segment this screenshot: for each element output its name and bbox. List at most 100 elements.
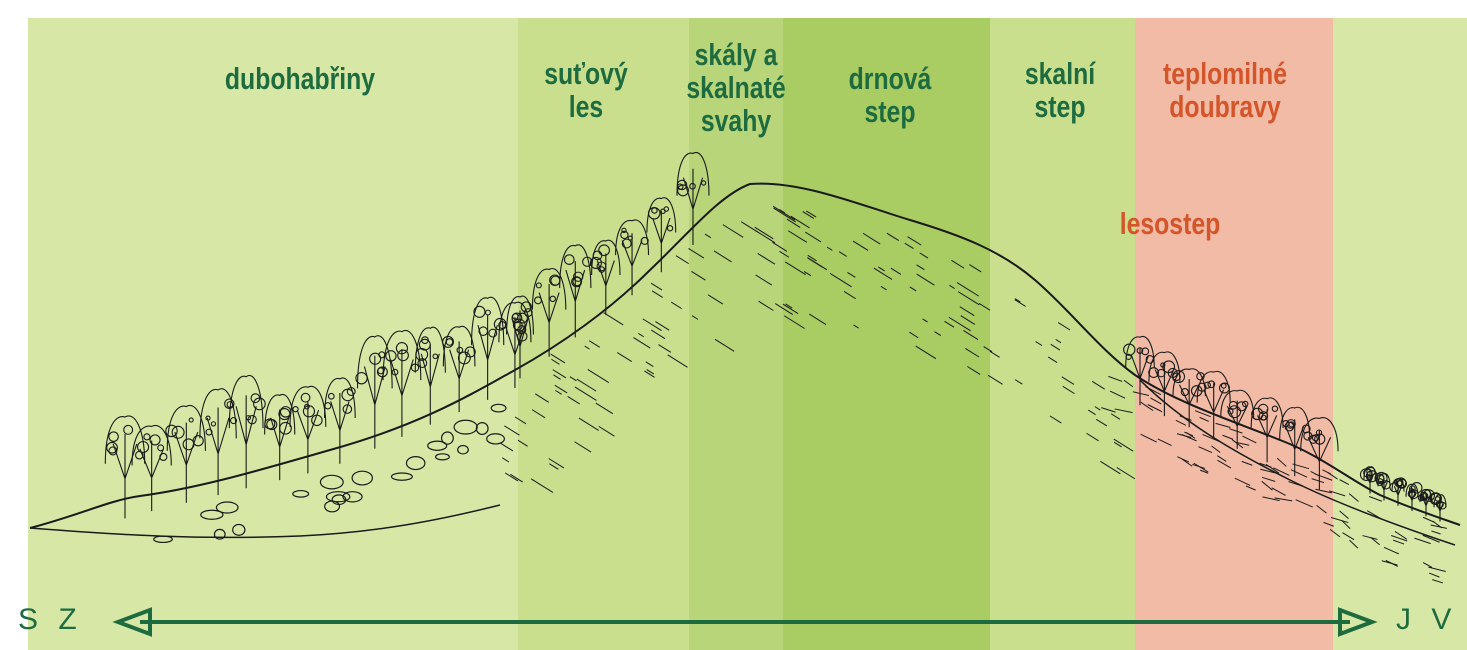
hatch-stroke	[847, 272, 855, 277]
hatch-stroke	[1312, 479, 1324, 483]
hatch-stroke	[1246, 486, 1256, 490]
hatch-stroke	[1317, 505, 1327, 513]
hatch-stroke	[923, 319, 928, 322]
hatch-stroke	[905, 243, 914, 248]
hatch-stroke	[863, 233, 880, 244]
hatch-stroke	[1177, 457, 1189, 462]
hatch-stroke	[551, 354, 565, 363]
hatch-stroke	[1262, 481, 1273, 490]
hatch-stroke	[1349, 540, 1357, 548]
direction-label-southeast: J V	[1396, 603, 1457, 637]
hatch-stroke	[963, 330, 978, 339]
hatch-stroke	[1063, 386, 1075, 393]
rocks	[154, 404, 506, 542]
rock	[154, 536, 173, 542]
hatch-stroke	[827, 247, 832, 250]
tree	[443, 326, 476, 412]
hatch-stroke	[1087, 433, 1099, 441]
hatch-stroke	[920, 253, 928, 258]
slope-hatching	[500, 206, 1447, 583]
rock	[216, 502, 238, 513]
hatch-stroke	[535, 394, 549, 402]
hatch-stroke	[715, 339, 734, 351]
hatch-stroke	[1273, 468, 1289, 476]
rock	[233, 524, 245, 535]
hatch-stroke	[1062, 377, 1074, 385]
hatch-stroke	[957, 283, 979, 297]
tree	[1390, 478, 1407, 506]
hatch-stroke	[1114, 439, 1133, 451]
rock	[320, 475, 343, 489]
hatch-stroke	[1340, 480, 1349, 485]
hatch-stroke	[638, 333, 643, 336]
tree	[229, 375, 265, 488]
tree	[507, 296, 534, 378]
rock	[491, 404, 506, 412]
hatch-stroke	[1277, 458, 1286, 466]
hatch-stroke	[570, 377, 577, 381]
hatch-stroke	[646, 362, 654, 367]
hatch-stroke	[549, 458, 564, 467]
hatch-stroke	[779, 251, 788, 257]
hatch-stroke	[960, 307, 975, 316]
hatch-stroke	[990, 351, 1000, 357]
hatch-stroke	[577, 379, 596, 391]
hatch-stroke	[510, 474, 522, 482]
hatch-stroke	[532, 410, 545, 418]
hatch-stroke	[1111, 414, 1120, 420]
hatch-stroke	[791, 216, 810, 228]
hatch-stroke	[1088, 410, 1095, 415]
hatch-stroke	[500, 443, 513, 451]
hatch-stroke	[1393, 540, 1404, 544]
hatch-stroke	[599, 426, 615, 436]
hatch-stroke	[1242, 461, 1252, 465]
rock	[476, 423, 488, 435]
rock	[454, 420, 477, 434]
hatch-stroke	[531, 479, 553, 493]
hatch-stroke	[651, 330, 665, 339]
hatch-stroke	[908, 237, 922, 245]
tree	[1301, 418, 1338, 490]
hatch-stroke	[588, 369, 609, 382]
hatch-stroke	[773, 242, 787, 251]
rock	[293, 491, 309, 498]
hatch-stroke	[553, 375, 560, 379]
hatch-stroke	[555, 390, 561, 394]
hatch-stroke	[935, 332, 941, 336]
hatch-stroke	[1429, 573, 1439, 577]
hatch-stroke	[967, 366, 980, 374]
hatch-stroke	[579, 418, 599, 430]
zone-label-skaly: skály a skalnaté svahy	[675, 38, 797, 137]
hatch-stroke	[755, 227, 774, 239]
hatch-stroke	[949, 285, 954, 288]
hatch-stroke	[1200, 417, 1209, 421]
hatch-stroke	[604, 313, 624, 325]
hatch-stroke	[1108, 376, 1122, 381]
hatch-stroke	[756, 275, 772, 285]
hatch-stroke	[515, 417, 526, 424]
hatch-stroke	[784, 316, 804, 329]
hatch-stroke	[553, 370, 566, 378]
hatch-stroke	[575, 442, 591, 452]
hatch-stroke	[1110, 391, 1125, 398]
hatch-stroke	[633, 338, 650, 349]
hatch-stroke	[502, 458, 509, 462]
hatch-stroke	[676, 256, 689, 264]
hatch-stroke	[909, 332, 918, 338]
hill-profile	[30, 184, 1460, 545]
hatch-stroke	[689, 248, 704, 258]
hatch-stroke	[1095, 407, 1100, 410]
hatch-stroke	[705, 234, 711, 238]
hatch-stroke	[788, 231, 807, 243]
hatch-stroke	[988, 375, 1002, 384]
hatch-stroke	[518, 440, 528, 446]
hatch-stroke	[1423, 563, 1432, 568]
hatch-stroke	[917, 265, 925, 270]
rock	[406, 457, 424, 470]
hatch-stroke	[891, 268, 901, 274]
zone-label-sutovy-les: suťový les	[530, 57, 642, 123]
hatch-stroke	[878, 267, 884, 271]
hatch-stroke	[969, 265, 981, 272]
tree	[532, 269, 565, 357]
hatch-stroke	[596, 403, 613, 414]
